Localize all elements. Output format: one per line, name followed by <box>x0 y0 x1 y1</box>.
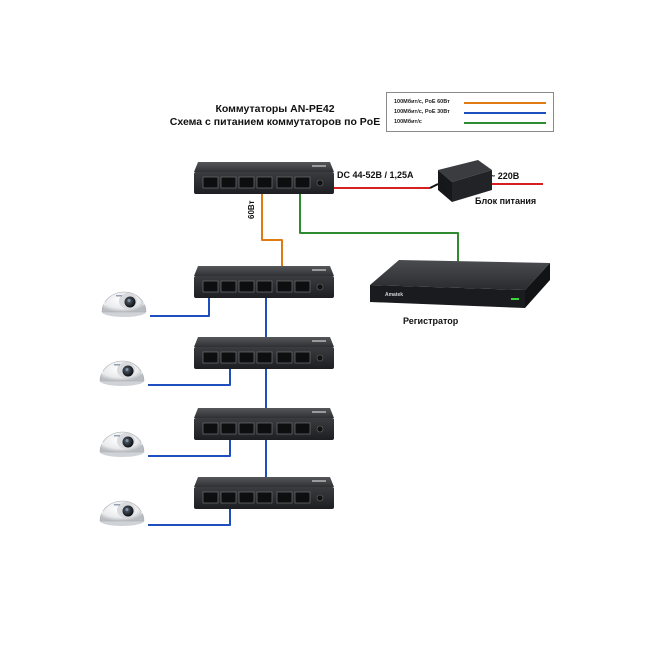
camera-cable-4 <box>148 506 231 526</box>
legend-swatch-lan <box>464 122 546 124</box>
poe60-cable <box>261 190 283 286</box>
diagram-title: Коммутаторы AN-PE42 <box>215 103 335 115</box>
camera-cable-3 <box>148 438 231 457</box>
camera-4 <box>99 495 145 527</box>
legend-swatch-poe60 <box>464 102 546 104</box>
poe-switch-3 <box>193 407 335 441</box>
legend-label-poe60: 100Мбит/с, PoE 60Вт <box>394 99 450 105</box>
power-unit-label: Блок питания <box>475 196 537 206</box>
poe-switch-2 <box>193 336 335 370</box>
camera-cable-2 <box>148 367 231 386</box>
lan-cable-recorder <box>299 190 459 262</box>
mains-label: ~ 220В <box>490 171 520 181</box>
legend-label-lan: 100Мбит/с <box>394 119 422 125</box>
legend-swatch-poe30 <box>464 112 546 114</box>
diagram-subtitle: Схема с питанием коммутаторов по PoE <box>169 116 381 128</box>
poe-switch-1 <box>193 265 335 299</box>
camera-cable-1 <box>150 296 210 317</box>
recorder-brand: Amatek <box>385 292 403 298</box>
camera-1 <box>101 286 147 318</box>
legend-label-poe30: 100Мбит/с, PoE 30Вт <box>394 109 450 115</box>
poe-switch-4 <box>193 476 335 510</box>
recorder-device <box>370 260 550 308</box>
main-switch <box>193 161 335 195</box>
dc-spec-label: DC 44-52В / 1,25А <box>337 170 414 180</box>
camera-3 <box>99 426 145 458</box>
power-adapter <box>429 160 492 202</box>
legend: 100Мбит/с, PoE 60Вт 100Мбит/с, PoE 30Вт … <box>386 92 554 132</box>
camera-2 <box>99 355 145 387</box>
recorder-label: Регистратор <box>403 316 459 326</box>
